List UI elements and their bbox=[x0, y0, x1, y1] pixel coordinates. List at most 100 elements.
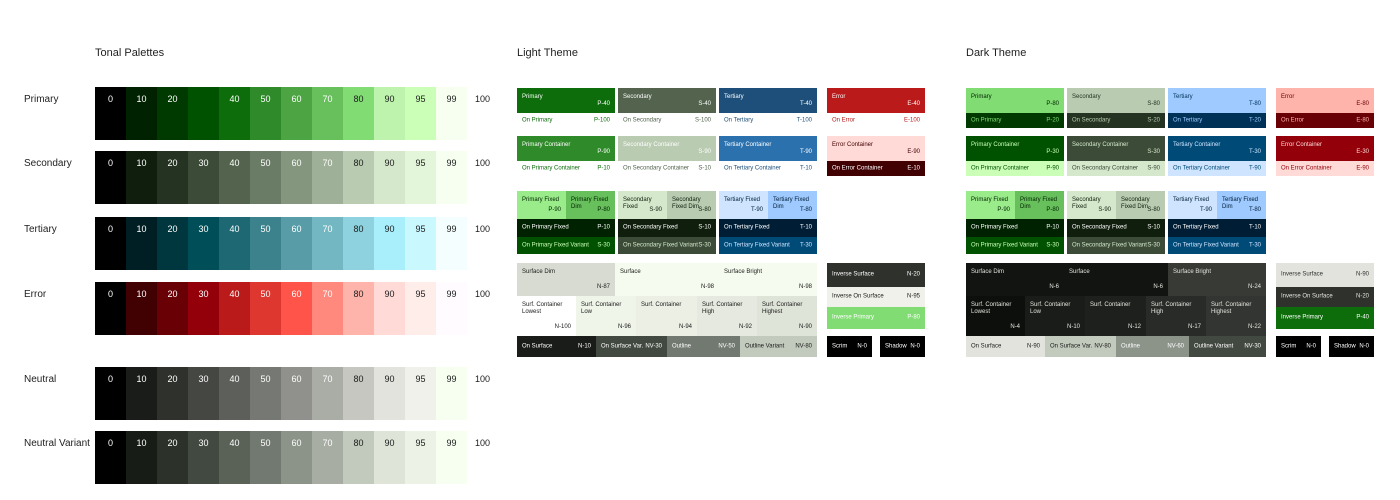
role-tone-code: S-90 bbox=[649, 207, 662, 213]
role-name: Surf. Container Lowest bbox=[971, 302, 1012, 315]
role-name: Primary Fixed bbox=[971, 197, 1009, 203]
tone-swatch: 100 bbox=[467, 431, 498, 484]
role-tone-code: P-80 bbox=[597, 207, 610, 213]
tone-swatch: 20 bbox=[157, 431, 188, 484]
role-name: Scrim bbox=[1281, 343, 1297, 349]
role-tone-code: S-30 bbox=[1147, 149, 1160, 155]
tone-swatch: 100 bbox=[467, 282, 498, 335]
dark-role-tile: Scrim N-0 bbox=[1276, 336, 1321, 357]
role-name: Tertiary Container bbox=[1173, 142, 1221, 148]
light-role-tile: On Primary P-100 bbox=[517, 113, 615, 128]
role-name: On Tertiary bbox=[1173, 117, 1203, 123]
tone-swatch: 50 bbox=[250, 87, 281, 140]
role-name: On Error Container bbox=[832, 165, 883, 171]
role-tone-code: T-20 bbox=[1248, 117, 1261, 123]
tone-swatch: 95 bbox=[405, 87, 436, 140]
role-tone-code: N-0 bbox=[910, 343, 920, 349]
role-name: Primary Fixed Dim bbox=[1020, 197, 1058, 210]
role-tone-code: N-0 bbox=[1306, 343, 1316, 349]
tone-swatch: 30 bbox=[188, 431, 219, 484]
role-tone-code: N-12 bbox=[1127, 324, 1141, 330]
palette-label: Neutral bbox=[24, 374, 57, 385]
role-name: On Surface Var. bbox=[601, 343, 644, 349]
role-name: On Secondary Container bbox=[1072, 165, 1139, 171]
role-tone-code: N-10 bbox=[1066, 324, 1080, 330]
tone-swatch: 99 bbox=[436, 217, 467, 270]
role-name: On Tertiary Fixed bbox=[1173, 224, 1219, 231]
tone-swatch: 70 bbox=[312, 367, 343, 420]
tone-swatch: 80 bbox=[343, 217, 374, 270]
tone-swatch: 95 bbox=[405, 367, 436, 420]
role-name: Surf. Container High bbox=[1151, 302, 1192, 315]
tone-swatch: 90 bbox=[374, 367, 405, 420]
tone-swatch: 100 bbox=[467, 367, 498, 420]
role-name: Inverse Primary bbox=[832, 314, 875, 321]
role-tone-code: N-20 bbox=[1355, 293, 1369, 300]
role-name: Surface Dim bbox=[522, 269, 556, 275]
role-name: Surf. Container Lowest bbox=[522, 302, 563, 315]
role-tone-code: N-90 bbox=[1355, 271, 1369, 278]
role-name: Secondary Fixed Dim bbox=[1121, 197, 1150, 210]
tone-swatch: 90 bbox=[374, 87, 405, 140]
role-tone-code: S-10 bbox=[698, 224, 711, 231]
role-name: Primary Container bbox=[971, 142, 1020, 148]
tone-swatch: 40 bbox=[219, 367, 250, 420]
tone-swatch: 90 bbox=[374, 431, 405, 484]
role-name: On Error bbox=[832, 117, 856, 123]
role-name: On Primary bbox=[522, 117, 553, 123]
role-name: Secondary Fixed bbox=[623, 197, 652, 210]
role-tone-code: NV-50 bbox=[718, 343, 735, 349]
role-name: Outline bbox=[672, 343, 692, 349]
role-name: Inverse On Surface bbox=[832, 293, 884, 300]
role-name: Inverse Surface bbox=[832, 271, 875, 278]
role-name: Secondary Container bbox=[1072, 142, 1129, 148]
role-tone-code: N-6 bbox=[1153, 284, 1163, 290]
role-name: On Secondary Fixed bbox=[1072, 224, 1127, 231]
role-name: Secondary Fixed Dim bbox=[672, 197, 701, 210]
role-name: On Tertiary Fixed Variant bbox=[724, 242, 790, 248]
role-tone-code: P-10 bbox=[597, 165, 610, 171]
role-name: On Surface bbox=[971, 343, 1002, 349]
role-name: On Secondary Fixed Variant bbox=[1072, 242, 1147, 248]
role-tone-code: P-100 bbox=[593, 117, 610, 123]
light-theme-heading: Light Theme bbox=[517, 47, 578, 59]
role-tone-code: T-90 bbox=[1248, 165, 1261, 171]
role-name: Surface bbox=[620, 269, 641, 275]
role-name: Tertiary Fixed bbox=[724, 197, 761, 203]
role-name: Shadow bbox=[1334, 343, 1356, 349]
role-name: Surface Bright bbox=[724, 269, 763, 275]
palette-label: Error bbox=[24, 289, 47, 300]
role-tone-code: T-30 bbox=[1248, 149, 1261, 155]
role-name: Secondary bbox=[1072, 94, 1101, 100]
role-name: Outline Variant bbox=[745, 343, 785, 349]
